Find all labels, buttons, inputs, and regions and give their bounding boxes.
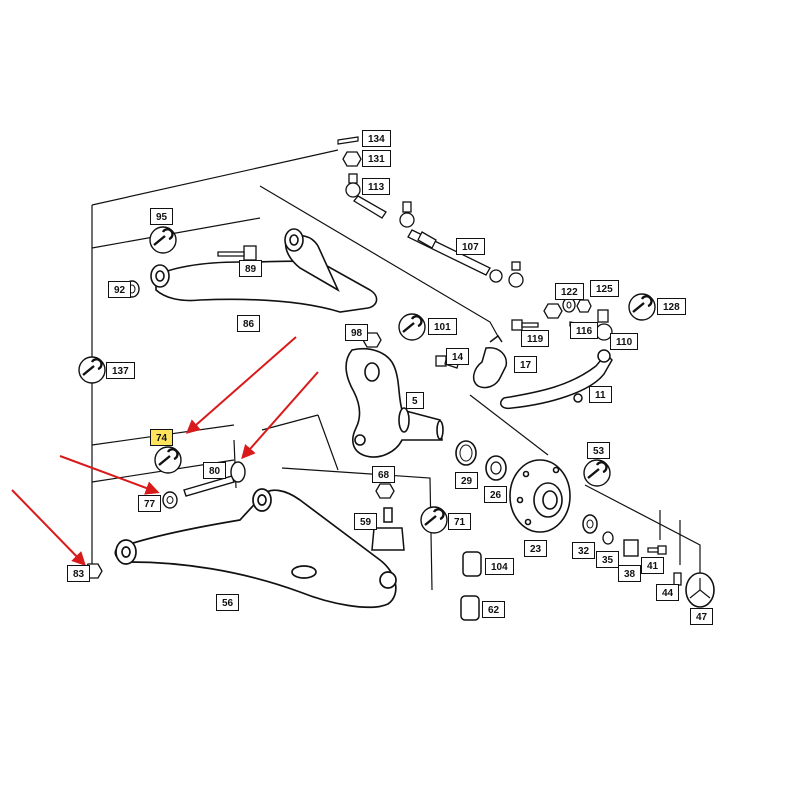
nut-icon-38 [623,539,639,557]
arrow-to-74 [185,336,297,434]
hub-cap-icon-47 [685,572,715,608]
part-label-131[interactable]: 131 [362,150,391,167]
part-label-134[interactable]: 134 [362,130,391,147]
part-label-122[interactable]: 122 [555,283,584,300]
part-label-110[interactable]: 110 [610,333,639,350]
wrench-icon-74 [154,446,182,474]
part-label-86[interactable]: 86 [237,315,261,332]
part-label-38[interactable]: 38 [618,565,642,582]
part-label-137[interactable]: 137 [106,362,135,379]
wrench-icon-95 [149,226,177,254]
arrow-to-80 [241,371,319,460]
nut-icon-68 [375,483,395,499]
bolt-icon-89 [217,245,257,261]
part-label-95[interactable]: 95 [150,208,174,225]
annotation-arrows [11,336,319,567]
tie-rod-icon-107 [399,201,524,288]
bolt-icon-119 [511,319,539,331]
arrow-to-77 [59,455,160,495]
part-label-11[interactable]: 11 [589,386,612,403]
wrench-icon-53 [583,459,611,487]
part-label-125[interactable]: 125 [590,280,619,297]
part-label-119[interactable]: 119 [521,330,550,347]
part-label-35[interactable]: 35 [596,551,620,568]
part-label-113[interactable]: 113 [362,178,391,195]
washer-icon-122 [562,297,576,313]
bearing-icon-26 [485,455,507,481]
part-label-83[interactable]: 83 [67,565,91,582]
part-label-74[interactable]: 74 [150,429,174,446]
steering-knuckle-icon-5 [345,348,444,458]
drag-link-icon-11 [499,349,613,410]
arrow-to-83 [11,489,86,567]
cotter-pin-icon [337,136,359,145]
part-label-98[interactable]: 98 [345,324,369,341]
part-label-47[interactable]: 47 [690,608,714,625]
wheel-hub-icon-23 [509,459,571,533]
part-label-77[interactable]: 77 [138,495,162,512]
part-label-92[interactable]: 92 [108,281,132,298]
part-label-89[interactable]: 89 [239,260,263,277]
part-label-116[interactable]: 116 [570,322,599,339]
part-label-104[interactable]: 104 [485,558,514,575]
part-label-71[interactable]: 71 [448,513,472,530]
part-label-44[interactable]: 44 [656,584,680,601]
wrench-icon-71 [420,506,448,534]
washer-icon-35 [602,531,614,545]
part-label-17[interactable]: 17 [514,356,538,373]
part-label-14[interactable]: 14 [446,348,470,365]
part-label-26[interactable]: 26 [484,486,508,503]
part-label-41[interactable]: 41 [641,557,665,574]
part-label-32[interactable]: 32 [572,542,596,559]
part-label-107[interactable]: 107 [456,238,485,255]
ball-joint-icon-113 [345,173,387,219]
part-label-59[interactable]: 59 [354,513,378,530]
seal-icon-29 [455,440,477,466]
wrench-icon-101 [398,313,426,341]
part-label-62[interactable]: 62 [482,601,506,618]
part-label-29[interactable]: 29 [455,472,479,489]
part-label-53[interactable]: 53 [587,442,611,459]
part-label-128[interactable]: 128 [657,298,686,315]
part-label-80[interactable]: 80 [203,462,227,479]
nut-icon-116 [543,303,563,319]
nut-icon-125 [576,299,592,313]
nut-icon-131 [342,151,362,167]
part-label-5[interactable]: 5 [406,392,424,409]
bearing-icon-32 [582,514,598,534]
part-label-56[interactable]: 56 [216,594,240,611]
bolt-icon-41 [647,545,667,555]
part-label-68[interactable]: 68 [372,466,396,483]
wrench-icon-137 [78,356,106,384]
lower-control-arm-icon-56 [114,488,397,609]
washer-icon-77 [162,491,178,509]
ball-joint-icon-59 [371,507,405,551]
steering-arm-icon-17 [472,334,508,389]
wrench-icon-128 [628,293,656,321]
bump-stop-icon-104 [462,551,482,577]
eccentric-bolt-icon-80 [183,461,246,497]
bump-stop-icon-62 [460,595,480,621]
upper-control-arm-icon-86 [150,228,378,313]
part-label-101[interactable]: 101 [428,318,457,335]
part-label-23[interactable]: 23 [524,540,548,557]
